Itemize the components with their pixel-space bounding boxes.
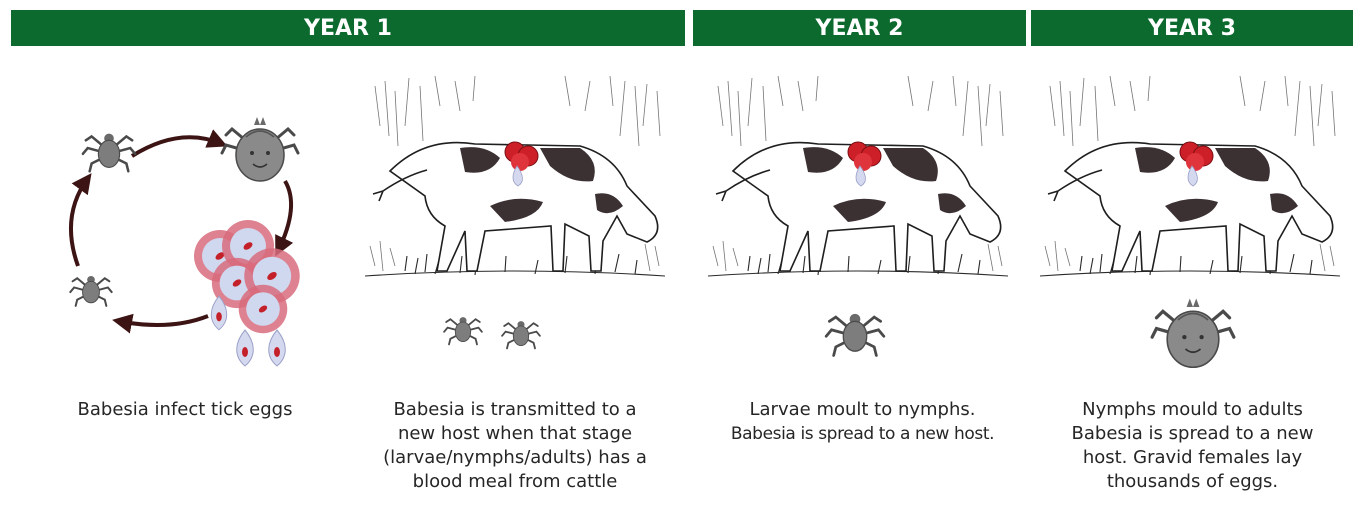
caption-line: Babesia is transmitted to a [350, 398, 680, 422]
caption-line: Babesia is spread to a new [1030, 422, 1355, 446]
caption-line: thousands of eggs. [1030, 470, 1355, 494]
caption-line: Babesia is spread to a new host. [695, 422, 1030, 446]
cow-icon [1040, 76, 1340, 276]
cow-icon [708, 76, 1008, 276]
year-3-cow-panel [1035, 66, 1350, 380]
babesia-parasite-icon [237, 330, 254, 366]
year-1-cow-panel [360, 66, 670, 380]
red-blood-cell-icon [239, 285, 288, 334]
tick-adult-icon [1152, 298, 1234, 367]
tick-nymph-icon [83, 134, 135, 172]
tick-nymph-icon [826, 314, 884, 356]
year-2-banner: YEAR 2 [693, 10, 1026, 46]
caption-transmission: Babesia is transmitted to a new host whe… [350, 398, 680, 494]
tick-larva-icon [444, 317, 482, 344]
caption-line: (larvae/nymphs/adults) has a [350, 446, 680, 470]
tick-larva-icon [70, 276, 111, 306]
caption-line: Larvae moult to nymphs. [695, 398, 1030, 422]
year-2-cow-panel [700, 66, 1020, 380]
caption-eggs: Babesia infect tick eggs [40, 398, 330, 422]
caption-line: new host when that stage [350, 422, 680, 446]
caption-larvae: Larvae moult to nymphs. Babesia is sprea… [695, 398, 1030, 446]
tick-lifecycle-diagram [40, 66, 330, 380]
caption-nymphs: Nymphs mould to adults Babesia is spread… [1030, 398, 1355, 494]
year-1-banner: YEAR 1 [11, 10, 685, 46]
babesia-parasite-icon [269, 330, 286, 366]
caption-line: blood meal from cattle [350, 470, 680, 494]
caption-line: host. Gravid females lay [1030, 446, 1355, 470]
year-3-banner: YEAR 3 [1031, 10, 1353, 46]
tick-larva-icon [502, 321, 540, 348]
caption-line: Nymphs mould to adults [1030, 398, 1355, 422]
tick-adult-icon [222, 117, 298, 181]
year-1-label: YEAR 1 [304, 16, 392, 41]
cow-icon [365, 76, 665, 276]
year-3-label: YEAR 3 [1148, 16, 1236, 41]
year-2-label: YEAR 2 [816, 16, 904, 41]
caption-line: Babesia infect tick eggs [40, 398, 330, 422]
